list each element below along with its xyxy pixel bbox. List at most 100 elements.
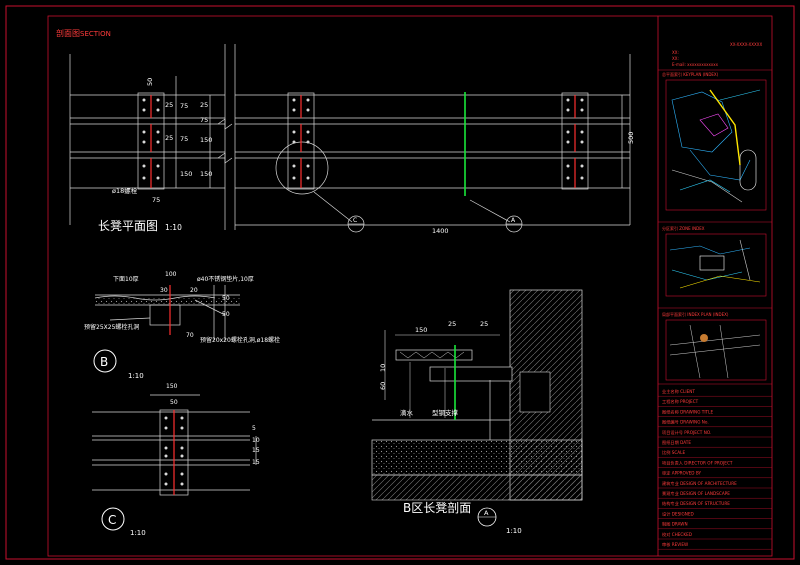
svg-text:XX:: XX: [672, 50, 679, 55]
zone-index-map [665, 233, 767, 297]
bolt-note: ø18螺栓 [112, 186, 138, 195]
svg-text:50: 50 [170, 399, 178, 406]
svg-text:总平面索引 KEYPLAN (INDEX): 总平面索引 KEYPLAN (INDEX) [662, 71, 719, 77]
title-block-row-label: 图纸日期 DATE [662, 439, 691, 446]
svg-text:150: 150 [415, 326, 427, 334]
svg-text:A: A [511, 217, 516, 224]
svg-text:100: 100 [165, 271, 177, 278]
svg-text:60: 60 [379, 382, 387, 390]
detail-c-drawing [92, 394, 257, 496]
svg-text:E-mail: xxxxxxxxxxxxx: E-mail: xxxxxxxxxxxxx [672, 62, 719, 67]
plan-scale: 1:10 [165, 223, 182, 232]
svg-text:型钢支撑: 型钢支撑 [432, 408, 459, 417]
svg-text:XX:: XX: [672, 56, 679, 61]
svg-text:C: C [353, 217, 357, 224]
title-block-row-label: 图纸编号 DRAWING No. [662, 419, 709, 426]
detail-c-label: C [101, 507, 125, 531]
overall-depth-dim: 500 [627, 132, 635, 144]
svg-text:30: 30 [160, 287, 168, 294]
sheet-border [5, 5, 795, 560]
drawing-frame [47, 15, 773, 557]
svg-text:70: 70 [186, 332, 194, 339]
dim-text: 150 [180, 170, 192, 178]
dim-text: 25 [165, 101, 173, 109]
section-marker-c: C [347, 215, 365, 233]
detail-b-label: B [93, 349, 117, 373]
title-block-rows: 业主名称 CLIENT 工程名称 PROJECT 图纸名称 DRAWING TITL… [658, 388, 772, 550]
section-b-scale: 1:10 [506, 527, 522, 535]
plan-title: 长凳平面图 [98, 218, 158, 233]
svg-text:ø40不锈钢垫片,10厚: ø40不锈钢垫片,10厚 [197, 275, 254, 283]
detail-b-slab-fill [95, 298, 240, 305]
key-plan-map [665, 79, 767, 211]
zone-index-map-lines [669, 239, 761, 289]
title-block-row-label: 图纸名称 DRAWING TITLE [662, 408, 713, 415]
svg-text:局部平面索引 INDEX PLAN (INDEX): 局部平面索引 INDEX PLAN (INDEX) [662, 311, 729, 317]
svg-text:10: 10 [379, 364, 387, 372]
dim-text: 25 [165, 134, 173, 142]
svg-text:20: 20 [190, 287, 198, 294]
svg-text:25: 25 [448, 320, 456, 328]
title-block-row-label: 比例 SCALE [662, 449, 685, 456]
plan-dimensions: 50 25 75 25 75 150 25 75 150 150 75 1400… [112, 78, 635, 235]
title-block-row-label: 工程名称 PROJECT [662, 398, 699, 405]
title-block-row-label: 项目设计号 PROJECT NO. [662, 429, 711, 436]
plan-red-bolts [150, 95, 576, 188]
svg-text:A: A [484, 509, 489, 517]
dim-text: 75 [180, 102, 188, 110]
detail-c-holes [164, 416, 184, 486]
title-block-row-label: 设计 DESIGNED [662, 510, 694, 517]
section-marker-a: A [505, 215, 523, 233]
title-block-row-label: 结构专业 DESIGN OF STRUCTURE [662, 500, 730, 507]
title-block-row-label: 校对 CHECKED [662, 531, 692, 538]
svg-text:150: 150 [166, 383, 178, 390]
svg-text:滴水: 滴水 [400, 408, 414, 417]
title-block-row-label: 审核 REVIEW [662, 541, 688, 548]
dim-text: 25 [200, 101, 208, 109]
svg-text:B: B [100, 355, 108, 369]
svg-text:XX-XXXX-XXXXX: XX-XXXX-XXXXX [730, 42, 762, 47]
svg-text:分区索引 ZONE INDEX: 分区索引 ZONE INDEX [662, 225, 705, 231]
key-plan-map-lines [671, 89, 761, 203]
section-b-marker: A [477, 507, 497, 527]
title-block-row-label: 项目负责人 DIRECTOR OF PROJECT [662, 459, 733, 466]
plan-bolt-holes [142, 98, 584, 180]
svg-text:50: 50 [222, 295, 230, 302]
svg-text:C: C [108, 513, 116, 527]
location-marker [700, 334, 708, 342]
detail-c-scale: 1:10 [130, 529, 146, 537]
svg-text:15: 15 [252, 459, 260, 466]
dim-text: 150 [200, 170, 212, 178]
section-title-en: SECTION [80, 30, 111, 38]
title-block-row-label: 审定 APPROVED BY [662, 470, 701, 477]
detail-b-notes: 下面10厚 ø40不锈钢垫片,10厚 预留25X25螺栓孔洞 预留20x20螺栓… [84, 271, 280, 344]
section-b-drawing [371, 289, 583, 501]
svg-text:15: 15 [252, 447, 260, 454]
svg-text:预留25X25螺栓孔洞: 预留25X25螺栓孔洞 [84, 323, 139, 331]
svg-text:50: 50 [222, 311, 230, 318]
section-title-cn: 剖面图 [56, 28, 80, 38]
svg-text:预留20x20螺栓孔洞,ø18螺栓: 预留20x20螺栓孔洞,ø18螺栓 [200, 336, 280, 344]
title-block-row-label: 制图 DRAWN [662, 521, 688, 528]
svg-text:25: 25 [480, 320, 488, 328]
section-b-labels: 150 25 25 60 10 滴水 型钢支撑 [379, 320, 488, 417]
dim-text: 50 [146, 78, 154, 86]
svg-text:10: 10 [252, 437, 260, 444]
title-block-row-label: 业主名称 CLIENT [662, 388, 695, 395]
dim-text: 75 [152, 196, 160, 204]
svg-text:5: 5 [252, 425, 256, 432]
detail-index-map-lines [669, 324, 761, 379]
detail-b-scale: 1:10 [128, 372, 144, 380]
overall-width-dim: 1400 [432, 227, 449, 235]
detail-c-dims: 150 50 5 10 15 15 [166, 383, 260, 466]
dim-text: 150 [200, 136, 212, 144]
title-block-row-label: 景观专业 DESIGN OF LANDSCAPE [662, 490, 730, 497]
title-block: XX-XXXX-XXXXX XX: XX: E-mail: xxxxxxxxxx… [658, 42, 772, 550]
dim-text: 75 [200, 116, 208, 124]
dim-text: 75 [180, 135, 188, 143]
section-b-title: B区长凳剖面 [403, 500, 471, 515]
svg-text:下面10厚: 下面10厚 [113, 276, 139, 283]
title-block-row-label: 建筑专业 DESIGN OF ARCHITECTURE [662, 480, 737, 487]
